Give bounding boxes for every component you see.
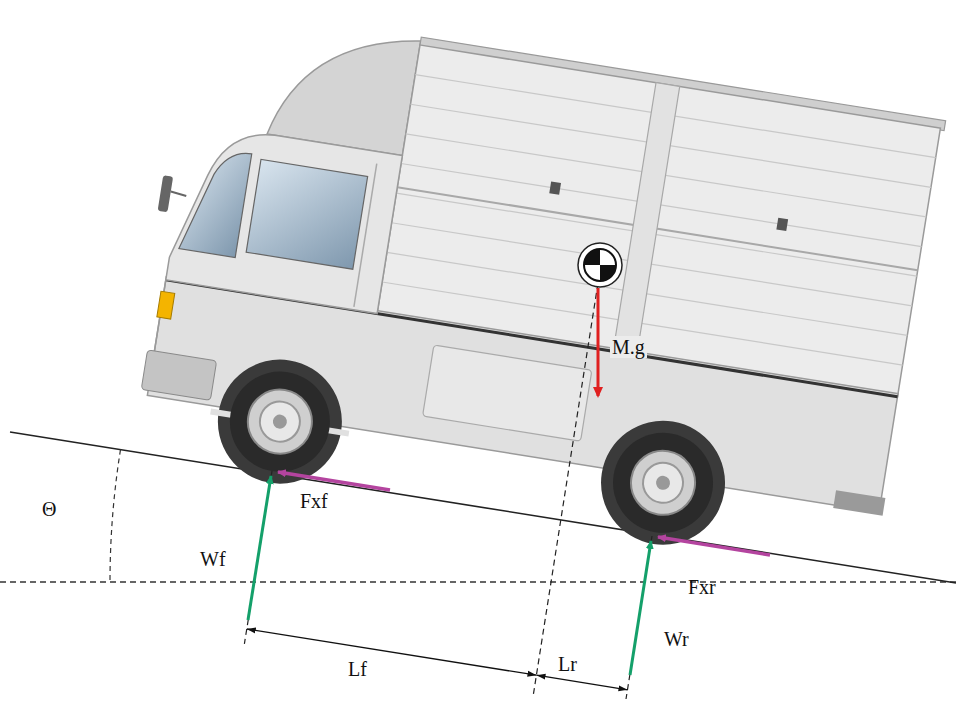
symbol-label: Lr xyxy=(556,653,579,675)
angle-arc xyxy=(110,450,121,582)
truck xyxy=(118,0,946,579)
symbol-label: Wr xyxy=(662,628,691,650)
normal-force-arrow xyxy=(630,541,651,675)
symbol-label: M.g xyxy=(610,336,647,358)
cg-symbol xyxy=(578,243,622,287)
dimension-line xyxy=(247,629,537,675)
horizontal-line xyxy=(0,581,956,582)
traction-force-arrow xyxy=(278,472,390,490)
dimension-line xyxy=(537,675,628,690)
symbol-label: Θ xyxy=(40,498,58,520)
normal-force-arrow xyxy=(248,476,271,620)
symbol-label: Fxr xyxy=(686,576,718,598)
symbol-label: Wf xyxy=(198,548,228,570)
rear-reference-line xyxy=(626,536,652,699)
symbol-label: Fxf xyxy=(298,490,330,512)
cg-reference-line xyxy=(533,283,598,695)
traction-force-arrow xyxy=(658,537,770,555)
front-reference-line xyxy=(244,471,272,644)
symbol-label: Lf xyxy=(346,658,369,680)
weight-arrow xyxy=(597,288,600,396)
